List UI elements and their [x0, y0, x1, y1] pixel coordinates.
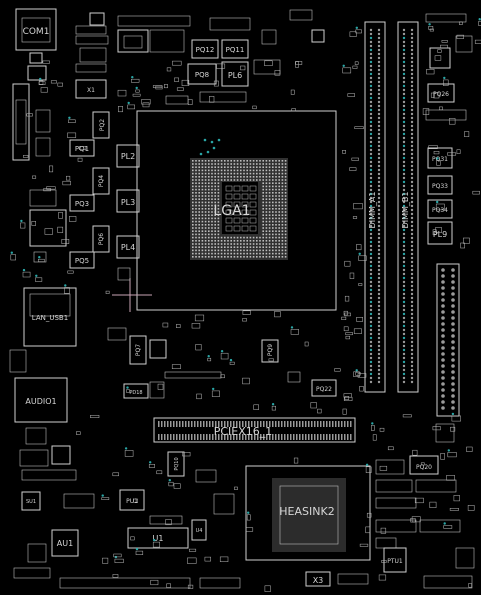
svg-text:PQ11: PQ11 — [226, 46, 245, 54]
su1-component[interactable]: SU1 — [21, 491, 41, 511]
cpu-core-pins — [192, 160, 287, 258]
audio-connector[interactable]: AUDIO1 — [14, 377, 68, 423]
svg-text:PL4: PL4 — [121, 243, 135, 252]
pq5-component[interactable]: PQ5 — [69, 251, 95, 269]
dimm-slot-a[interactable]: DIMM_A1 — [364, 21, 386, 393]
svg-text:PQ4: PQ4 — [98, 175, 105, 187]
audio-codec-au1[interactable]: AU1 — [51, 529, 79, 557]
svg-text:PQ6: PQ6 — [98, 233, 105, 245]
inductor-pl3[interactable]: PL3 — [116, 189, 140, 213]
pcie-x16-slot[interactable]: PCIEX16_1 — [153, 417, 356, 443]
svg-text:PL2: PL2 — [121, 152, 135, 161]
vga-connector[interactable] — [12, 83, 30, 161]
pcie-label: PCIEX16_1 — [214, 425, 273, 438]
svg-text:PQ5: PQ5 — [75, 257, 89, 265]
u4-component[interactable]: U4 — [191, 519, 207, 541]
pq2-component[interactable]: PQ2 — [92, 111, 110, 139]
pq31-component[interactable]: PQ31 — [427, 147, 453, 169]
dimm-slot-b[interactable]: DIMM_B1 — [397, 21, 419, 393]
dimm-a-label: DIMM_A1 — [368, 192, 377, 229]
svg-text:PQ9: PQ9 — [267, 344, 274, 356]
atx-power-connector[interactable] — [436, 263, 460, 417]
lan-usb-label: LAN_USB1 — [32, 314, 68, 322]
atx-pins — [441, 268, 455, 410]
svg-text:PQ26: PQ26 — [433, 91, 449, 98]
svg-text:PQ1: PQ1 — [75, 145, 89, 153]
inductor-pl2[interactable]: PL2 — [116, 144, 140, 168]
svg-text:U1: U1 — [153, 534, 164, 543]
pcie-pins — [158, 421, 352, 440]
pq34-component[interactable]: PQ34 — [427, 199, 453, 219]
svg-text:X1: X1 — [87, 87, 95, 94]
cpu-socket[interactable]: LGA1 — [136, 110, 337, 311]
pq4-component[interactable]: PQ4 — [92, 167, 110, 195]
svg-text:PQ7: PQ7 — [135, 344, 142, 356]
pch-heatsink[interactable]: HEASINK2 — [245, 465, 371, 561]
svg-text:X3: X3 — [313, 576, 324, 585]
svg-text:PQ10: PQ10 — [174, 457, 180, 470]
svg-text:PQ31: PQ31 — [432, 156, 448, 163]
svg-text:PQ33: PQ33 — [432, 183, 448, 190]
dimm-a-pins — [369, 28, 381, 384]
svg-text:PQ20: PQ20 — [416, 464, 432, 471]
svg-text:PU1: PU1 — [126, 498, 138, 505]
pu1-component[interactable]: PU1 — [119, 489, 145, 511]
dimm-b-pins — [402, 28, 414, 384]
pq10-component[interactable]: PQ10 — [167, 451, 185, 477]
svg-text:PTU1: PTU1 — [387, 558, 403, 565]
pq22-component[interactable]: PQ22 — [311, 379, 337, 397]
u1-component[interactable]: U1 — [127, 527, 189, 549]
inductor-pl9[interactable]: PL9 — [427, 221, 453, 245]
ptu1-component[interactable]: PTU1 — [383, 547, 407, 573]
dimm-b-label: DIMM_B1 — [401, 192, 410, 229]
svg-text:PQ34: PQ34 — [432, 207, 448, 214]
audio-label: AUDIO1 — [25, 397, 56, 406]
pq6-component[interactable]: PQ6 — [92, 225, 110, 253]
pq11-component[interactable]: PQ11 — [221, 39, 249, 59]
pq20-component[interactable]: PQ20 — [409, 455, 439, 475]
pq26-component[interactable]: PQ26 — [427, 83, 455, 103]
svg-text:PL9: PL9 — [433, 230, 447, 239]
cursor-crosshair — [112, 267, 152, 312]
pq33-component[interactable]: PQ33 — [427, 175, 453, 195]
pq3-component[interactable]: PQ3 — [69, 194, 95, 212]
svg-text:U4: U4 — [196, 528, 203, 534]
svg-text:SU1: SU1 — [26, 499, 36, 505]
svg-text:PQ22: PQ22 — [316, 386, 332, 393]
cpu-label: LGA1 — [213, 203, 250, 219]
heatsink-label: HEASINK2 — [279, 505, 334, 518]
pq7-component[interactable]: PQ7 — [129, 335, 147, 365]
com-label: COM1 — [23, 27, 50, 37]
pd18-component[interactable]: PD18 — [123, 383, 149, 399]
smd-components — [10, 18, 481, 592]
cpu-vias — [199, 138, 221, 156]
lan-usb-connector[interactable]: LAN_USB1 — [23, 287, 77, 347]
svg-text:AU1: AU1 — [57, 539, 73, 548]
com-connector[interactable]: COM1 — [15, 8, 57, 51]
svg-text:PL3: PL3 — [121, 198, 135, 207]
inductor-pl6[interactable]: PL6 — [221, 61, 249, 87]
inductor-pl4[interactable]: PL4 — [116, 235, 140, 259]
crystal-x1[interactable]: X1 — [75, 79, 107, 99]
pq1-component[interactable]: PQ1 — [69, 139, 95, 157]
svg-text:PQ8: PQ8 — [195, 71, 209, 79]
svg-text:PL6: PL6 — [228, 71, 242, 80]
svg-text:PQ3: PQ3 — [75, 200, 89, 208]
pq8-component[interactable]: PQ8 — [187, 63, 217, 85]
svg-text:PQ12: PQ12 — [196, 46, 215, 54]
crystal-x3[interactable]: X3 — [305, 571, 331, 587]
svg-text:PD18: PD18 — [129, 390, 142, 396]
pq9-component[interactable]: PQ9 — [261, 339, 279, 363]
svg-text:PQ2: PQ2 — [99, 119, 106, 131]
pq12-component[interactable]: PQ12 — [191, 39, 219, 59]
